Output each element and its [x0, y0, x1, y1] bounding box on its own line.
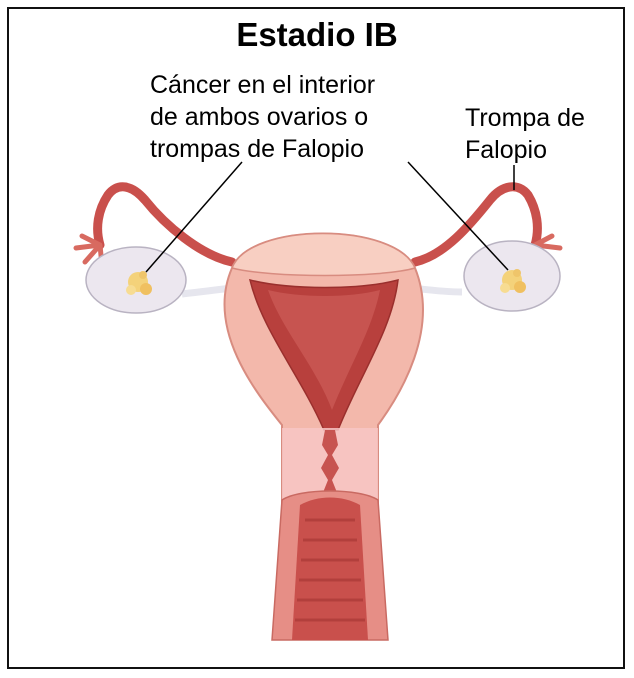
- cancer-label-line-2: de ambos ovarios o: [150, 103, 369, 131]
- uterine-cavity-lining: [268, 290, 380, 410]
- diagram-title: Estadio IB: [236, 16, 398, 53]
- right-ovary-tumor: [500, 269, 526, 293]
- cancer-leader-line-right: [407, 161, 509, 271]
- left-fallopian-tube: [93, 182, 237, 267]
- cancer-label-line-3: trompas de Falopio: [150, 135, 365, 163]
- cancer-label: Cáncer en el interior de ambos ovarios o…: [150, 69, 375, 165]
- cancer-leader-line-left: [145, 161, 243, 273]
- fallopian-tube-label: Trompa de Falopio: [465, 102, 585, 166]
- cancer-label-line-1: Cáncer en el interior: [150, 71, 376, 99]
- fallopian-tube-label-line-1: Trompa de: [465, 104, 585, 132]
- left-fimbriae: [73, 233, 105, 269]
- left-ovary-tumor: [126, 271, 152, 295]
- fallopian-tube-label-line-2: Falopio: [465, 136, 547, 164]
- right-fallopian-tube: [410, 182, 542, 267]
- cervical-canal: [321, 430, 339, 505]
- vaginal-rugae: [295, 518, 365, 622]
- right-fimbriae: [529, 233, 563, 269]
- uterine-fundus: [230, 232, 417, 277]
- vaginal-canal: [292, 497, 368, 640]
